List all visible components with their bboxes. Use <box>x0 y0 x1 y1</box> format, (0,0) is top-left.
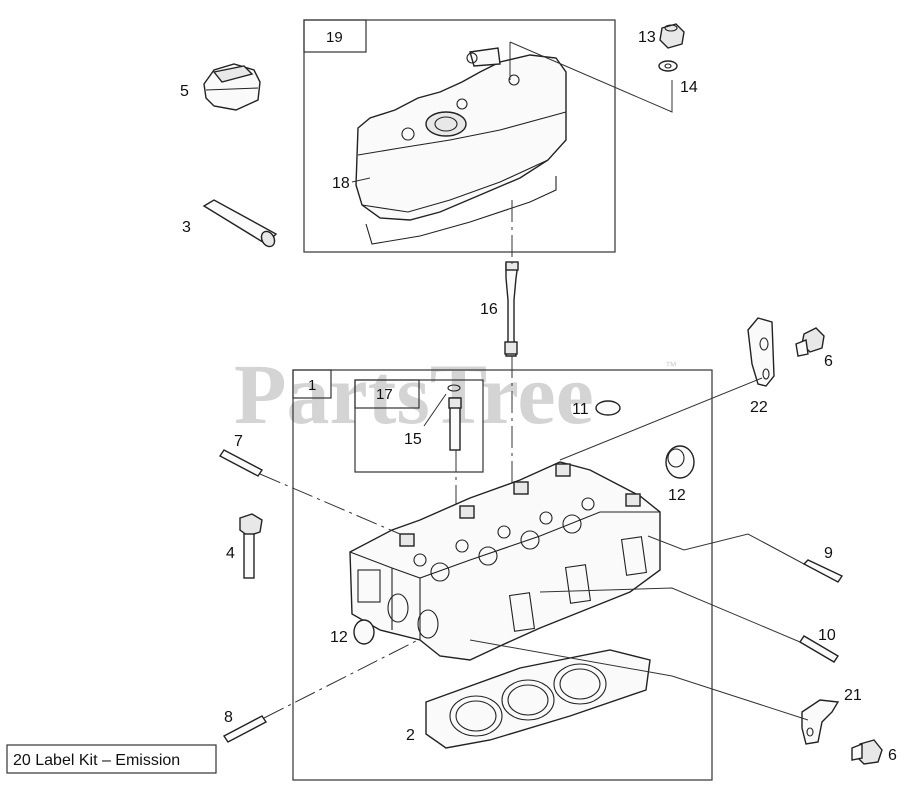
expansion-plug-upper[interactable] <box>665 445 695 479</box>
oil-filler-cap[interactable] <box>203 63 261 111</box>
callout-8: 8 <box>224 709 233 726</box>
frame-19-box <box>303 19 616 253</box>
callout-14: 14 <box>680 79 698 96</box>
sealing-washer[interactable] <box>658 60 678 72</box>
frame-1-box <box>292 369 713 781</box>
bolt-6-upper[interactable] <box>795 327 825 357</box>
callout-18: 18 <box>332 175 350 192</box>
callout-22: 22 <box>750 399 768 416</box>
stud-upper[interactable] <box>218 449 264 477</box>
bracket-21[interactable] <box>801 699 840 745</box>
label-kit-text: 20 Label Kit – Emission <box>13 752 180 769</box>
frame-17-tag <box>354 379 420 409</box>
acorn-nut[interactable] <box>659 23 685 49</box>
stud-10[interactable] <box>799 635 839 663</box>
callout-13: 13 <box>638 29 656 46</box>
callout-15: 15 <box>404 431 422 448</box>
stud-9[interactable] <box>802 559 844 583</box>
stud-lower[interactable] <box>222 715 268 743</box>
callout-6-upper: 6 <box>824 353 833 370</box>
frame-1-tag <box>292 369 332 399</box>
bolt-6-lower[interactable] <box>851 739 883 765</box>
callout-5: 5 <box>180 83 189 100</box>
watermark-trademark: ™ <box>665 359 677 373</box>
callout-12-upper: 12 <box>668 487 686 504</box>
cylinder-head[interactable] <box>349 461 661 661</box>
rocker-cover[interactable] <box>355 47 567 245</box>
push-rod[interactable] <box>504 261 519 357</box>
callout-7: 7 <box>234 433 243 450</box>
callout-12-lower: 12 <box>330 629 348 646</box>
valve-stem-seal[interactable] <box>447 384 462 451</box>
expansion-plug-lower[interactable] <box>353 619 375 645</box>
callout-3: 3 <box>182 219 191 236</box>
core-plug[interactable] <box>595 400 621 416</box>
callout-21: 21 <box>844 687 862 704</box>
callout-11: 11 <box>572 401 589 418</box>
callout-16: 16 <box>480 301 498 318</box>
callout-6-lower: 6 <box>888 747 897 764</box>
callout-9: 9 <box>824 545 833 562</box>
head-bolt[interactable] <box>239 513 263 579</box>
breather-pipe[interactable] <box>202 199 278 249</box>
frame-1-label: 1 <box>308 377 316 394</box>
watermark-text: PartsTree <box>234 346 594 442</box>
callout-4: 4 <box>226 545 235 562</box>
callout-2: 2 <box>406 727 415 744</box>
frame-17-label: 17 <box>376 386 393 403</box>
head-gasket[interactable] <box>425 649 651 749</box>
callout-10: 10 <box>818 627 836 644</box>
frame-19-label: 19 <box>326 29 343 46</box>
label-kit-box <box>6 744 217 774</box>
bracket-22[interactable] <box>747 317 775 387</box>
frame-19-tag <box>303 19 367 53</box>
